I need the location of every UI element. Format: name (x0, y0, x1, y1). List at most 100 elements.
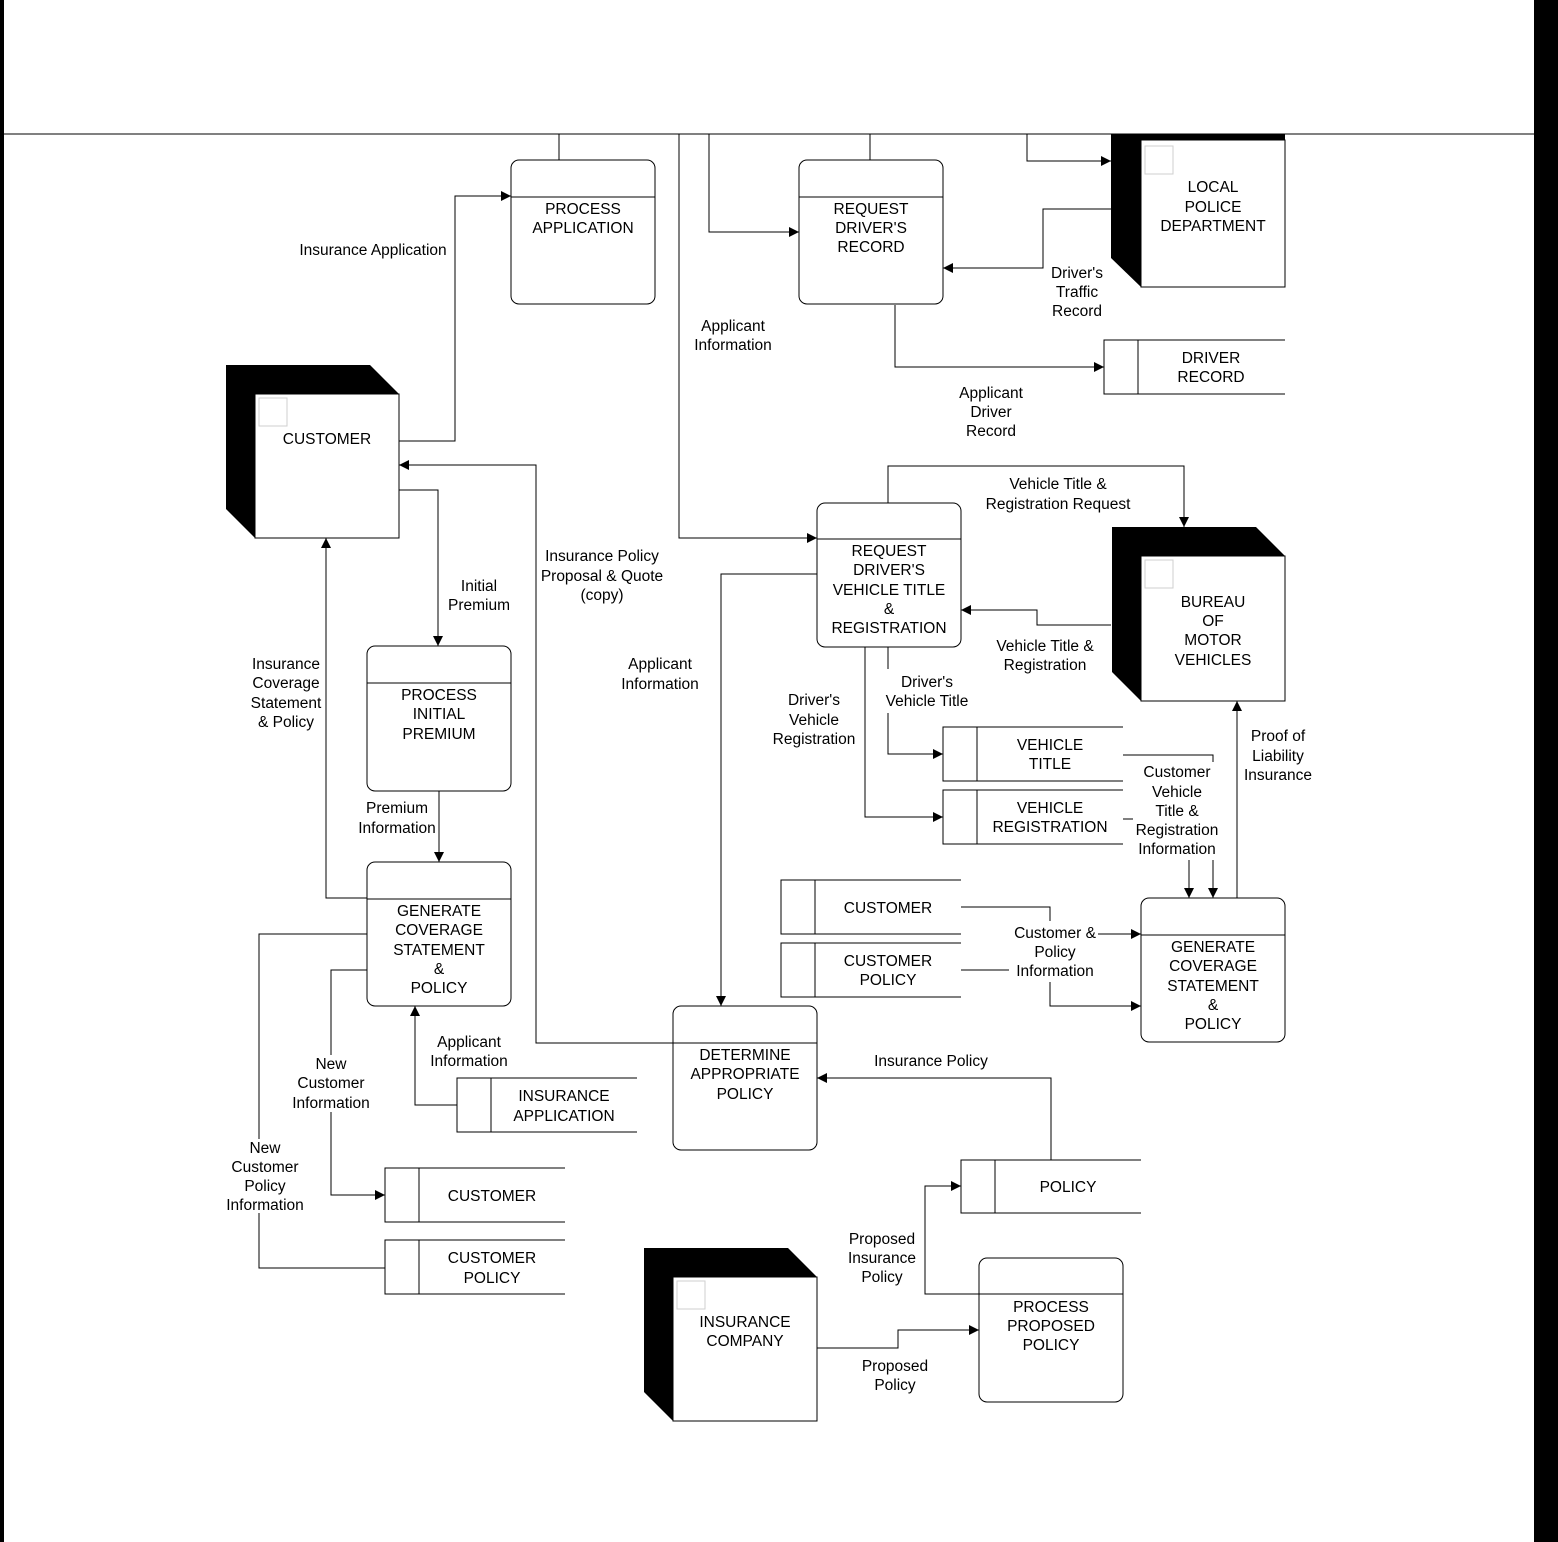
flow-label: Customer & (1014, 925, 1096, 942)
store-label: CUSTOMER (844, 953, 932, 970)
flow-line-applicant-info-down (678, 134, 817, 543)
process-label: COVERAGE (1169, 958, 1257, 975)
entity-customer[interactable]: CUSTOMER (226, 365, 400, 539)
flow-line-initial-premium (399, 489, 443, 646)
entity-label: COMPANY (706, 1333, 783, 1350)
flow-label: Customer (1143, 764, 1210, 781)
flow-label: Applicant (628, 656, 692, 673)
flow-label: Proposed (849, 1231, 915, 1248)
process-label: & (434, 961, 445, 978)
flow-label: Insurance (252, 656, 320, 673)
process-label: DETERMINE (699, 1047, 790, 1064)
process-label: APPLICATION (532, 220, 633, 237)
store-label: TITLE (1029, 756, 1071, 773)
flow-label: Driver's (788, 692, 840, 709)
flow-line-proposed-policy (817, 1325, 979, 1349)
store-label: POLICY (860, 972, 917, 989)
flow-label: Policy (861, 1269, 903, 1286)
flow-label: & Policy (258, 714, 314, 731)
entity-label: MOTOR (1184, 632, 1241, 649)
svg-text:CUSTOMER: CUSTOMER (844, 900, 932, 917)
flow-label: Registration Request (986, 496, 1131, 513)
flow-label: Vehicle Title & (996, 638, 1094, 655)
store-label: CUSTOMER (448, 1250, 536, 1267)
store-customer-left[interactable]: CUSTOMER (384, 1167, 565, 1223)
process-label: REGISTRATION (831, 620, 946, 637)
flow-label: Information (292, 1095, 370, 1112)
flow-label: Traffic (1056, 284, 1098, 301)
flow-line-applicant-driver-record (894, 305, 1104, 372)
process-label: POLICY (411, 980, 468, 997)
flow-label: Insurance Policy (874, 1053, 988, 1070)
process-label: POLICY (1023, 1337, 1080, 1354)
entity-insurance-company[interactable]: INSURANCE COMPANY (644, 1248, 818, 1422)
flow-label: Coverage (252, 675, 319, 692)
svg-text:CUSTOMER: CUSTOMER (283, 431, 371, 448)
flow-label: Information (1138, 841, 1216, 858)
flow-label: Applicant (959, 385, 1023, 402)
flow-label: Policy (874, 1377, 916, 1394)
process-label: PROPOSED (1007, 1318, 1095, 1335)
store-customer-policy-right[interactable]: CUSTOMER POLICY (780, 942, 961, 998)
store-label: POLICY (1040, 1179, 1097, 1196)
flow-label: Premium (448, 597, 510, 614)
process-label: APPROPRIATE (690, 1066, 799, 1083)
flow-line-customer-info (961, 906, 1051, 921)
flow-label: Driver's (1051, 265, 1103, 282)
store-customer-right[interactable]: CUSTOMER (780, 879, 961, 935)
process-label: PREMIUM (402, 726, 475, 743)
flow-label: Proof of (1251, 728, 1306, 745)
flow-label: Record (1052, 303, 1102, 320)
flow-line-drivers-vehicle-title-b (887, 713, 943, 759)
entity-label: DEPARTMENT (1160, 218, 1266, 235)
svg-text:Vehicle Title &Registration: Vehicle Title &Registration (996, 638, 1094, 674)
entity-label: VEHICLES (1175, 652, 1252, 669)
flow-label: Registration (1136, 822, 1219, 839)
process-label: RECORD (837, 239, 904, 256)
svg-text:Insurance Policy: Insurance Policy (874, 1053, 988, 1070)
entity-label: BUREAU (1181, 594, 1246, 611)
flow-label: Insurance Policy (545, 548, 659, 565)
process-label: PROCESS (401, 687, 477, 704)
store-label: CUSTOMER (448, 1188, 536, 1205)
flow-label: Information (430, 1053, 508, 1070)
store-policy[interactable]: POLICY (960, 1159, 1141, 1214)
flow-line-new-customer-info (330, 969, 367, 1055)
entity-label: INSURANCE (699, 1314, 790, 1331)
flow-label: Customer (231, 1159, 298, 1176)
store-label: APPLICATION (513, 1108, 614, 1125)
flow-line-drivers-traffic-record (943, 208, 1111, 273)
